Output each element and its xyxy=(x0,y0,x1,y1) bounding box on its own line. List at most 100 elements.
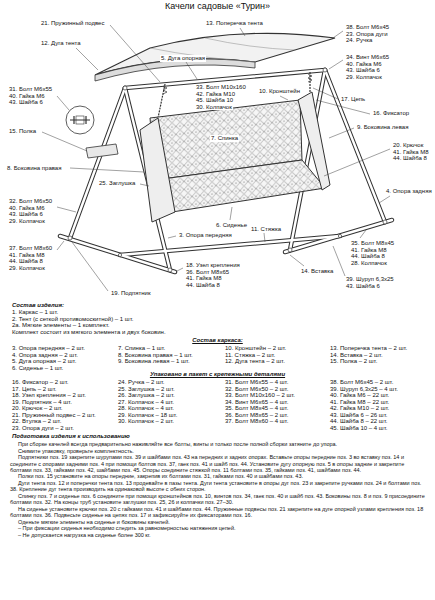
table-cell: 4. Опора задняя – 2 шт. xyxy=(12,352,78,359)
frame-tube xyxy=(60,70,392,272)
callout-label: 16. Фиксатор xyxy=(372,110,410,117)
seat xyxy=(155,160,325,212)
callout-label: 10. Кронштейн xyxy=(258,88,301,95)
leader-line xyxy=(57,241,64,250)
table-cell: 41. Гайка М8 – 22 шт. xyxy=(330,399,389,406)
leader-line xyxy=(329,60,343,69)
table-cell: 29. Колпачок – 18 шт. xyxy=(118,412,177,419)
leader-line xyxy=(42,132,87,151)
sheet-title: Качели садовые «Турин» xyxy=(0,2,435,12)
leader-line xyxy=(57,207,76,212)
table-cell: 14. Вставка – 2 шт. xyxy=(330,352,383,359)
table-cell: 28. Колпачок – 4 шт. xyxy=(118,405,174,412)
table-cell: 44. Шайба 8 – 22 шт. xyxy=(330,418,387,425)
chain xyxy=(158,84,165,118)
callout-label: 6. Сиденье xyxy=(215,222,248,229)
table-cell: 38. Болт М6х45 – 2 шт. xyxy=(330,379,393,386)
leader-line xyxy=(324,149,390,176)
shelf xyxy=(86,144,118,158)
table-cell: 36. Болт М8х65 – 2 шт. xyxy=(225,412,288,419)
spring xyxy=(163,74,312,94)
table-cell: 25. Заглушка – 2 шт. xyxy=(118,386,175,393)
leader-line xyxy=(240,28,245,36)
leader-line xyxy=(333,246,345,276)
bolt-detail xyxy=(118,253,121,256)
callout-label: 8. Боковина правая xyxy=(6,165,62,172)
callout-label: 29. Колпачок xyxy=(8,218,46,225)
table-cell: 21. Пружинный подвес – 2 шт. xyxy=(12,412,96,419)
table-cell: 2а. Мягкие элементы – 1 комплект. xyxy=(12,322,109,329)
callout-label: 5. Дуга опорная xyxy=(160,55,206,62)
bolt-detail xyxy=(383,220,387,224)
table-cell: 27. Колпачок – 4 шт. xyxy=(118,399,174,406)
shelf xyxy=(86,144,118,158)
table-cell: 1. Каркас – 1 шт. xyxy=(12,309,58,316)
frame-tube xyxy=(60,70,392,272)
leader-line xyxy=(329,128,354,138)
table-cell: 22. Втулка – 2 шт. xyxy=(12,418,61,425)
leader-line xyxy=(57,96,69,110)
callout-label: 14. Вставка xyxy=(300,268,334,275)
table-cell: 30. Колпачок – 2 шт. xyxy=(118,418,174,425)
instruction-text: – При фиксации сиденья необходимо следит… xyxy=(10,525,425,531)
table-cell: 37. Болт М8х60 – 4 шт. xyxy=(225,418,288,425)
side-panel xyxy=(140,92,330,222)
table-cell: 45. Шайба 10 – 4 шт. xyxy=(330,425,387,432)
table-cell: 20. Крючок – 2 шт. xyxy=(12,405,63,412)
bolt-detail xyxy=(288,248,292,252)
instruction-text: Дуги тента поз. 12 и поперечки тента поз… xyxy=(10,480,425,493)
callout-label: 12. Дуга тента xyxy=(40,40,82,47)
callout-label: 7. Спинка xyxy=(210,135,239,142)
callout-label: 17. Цепь xyxy=(340,96,366,103)
callout-label: 4. Опора задняя xyxy=(385,188,433,195)
callout-label: 30. Колпачок xyxy=(195,104,233,111)
detail-inset xyxy=(76,116,84,124)
detail-inset xyxy=(66,106,94,134)
spring xyxy=(163,74,312,94)
table-cell: 7. Спинка – 1 шт. xyxy=(118,345,165,352)
table-cell: 33. Болт М10х160 – 2 шт. xyxy=(225,392,295,399)
bolt-detail xyxy=(68,236,72,240)
table-cell: 19. Подпятник – 4 шт. xyxy=(12,399,72,406)
leader-line xyxy=(76,48,98,70)
callout-label: 15. Полка xyxy=(8,128,37,135)
instruction-text: При сборке качелей всегда предварительно… xyxy=(10,441,425,447)
table-cell: 34. Винт М6х65 – 4 шт. xyxy=(225,399,288,406)
table-cell: 12. Дуга тента – 2 шт. xyxy=(225,358,285,365)
table-cell: 3. Опора передняя – 2 шт. xyxy=(12,345,85,352)
callout-label: 44. Шайба 8 xyxy=(392,155,428,162)
callout-label: 19. Подпятник xyxy=(110,290,152,297)
section-heading: Состав изделия: xyxy=(12,302,64,309)
callout-label: 3. Опора передняя xyxy=(178,232,233,239)
canopy xyxy=(150,38,295,62)
callout-label: 21. Пружинный подвес xyxy=(40,20,105,27)
callout-label: 44. Шайба 8 xyxy=(185,282,221,289)
leader-line xyxy=(379,196,390,203)
callout-label: 25. Заглушка xyxy=(98,180,136,187)
leader-line xyxy=(313,88,338,99)
section-heading: Подготовка изделия к использованию xyxy=(12,433,130,440)
instruction-text: – Не допускается нагрузка на сиденье бол… xyxy=(10,532,425,538)
leader-line xyxy=(360,230,366,238)
leader-line xyxy=(264,233,265,242)
table-cell: 2. Тент (с сеткой противомоскитной) – 1 … xyxy=(12,316,133,323)
instruction-text: Спинку поз. 7 и сиденье поз. 6 соедините… xyxy=(10,493,425,506)
leader-line xyxy=(177,268,183,271)
table-cell: 31. Болт М6х55 – 4 шт. xyxy=(225,379,288,386)
leader-line xyxy=(42,25,390,291)
instruction-text: На сиденье установите крючки поз. 20 с г… xyxy=(10,506,425,519)
bolt-detail xyxy=(323,68,327,72)
callout-label: 29. Колпачок xyxy=(345,74,383,81)
section-heading: Упаковано в пакет с крепежными деталями xyxy=(0,371,435,378)
table-cell: 15. Полка – 2 шт. xyxy=(330,358,377,365)
table-cell: 43. Шайба 6 – 26 шт. xyxy=(330,412,387,419)
instruction-text: Полки поз. 15 установите на опоры передн… xyxy=(10,473,425,479)
leader-line xyxy=(290,255,304,266)
callout-label: 29. Колпачок xyxy=(8,265,46,272)
callout-label: 43. Шайба 6 xyxy=(8,99,44,106)
seat xyxy=(155,160,325,212)
instruction-text: Оденьте мягкие элементы на сиденье и бок… xyxy=(10,519,425,525)
frame-tube xyxy=(60,70,392,272)
table-cell: 13. Поперечка тента – 2 шт. xyxy=(330,345,407,352)
callout-label: 28. Колпачок xyxy=(350,260,388,267)
